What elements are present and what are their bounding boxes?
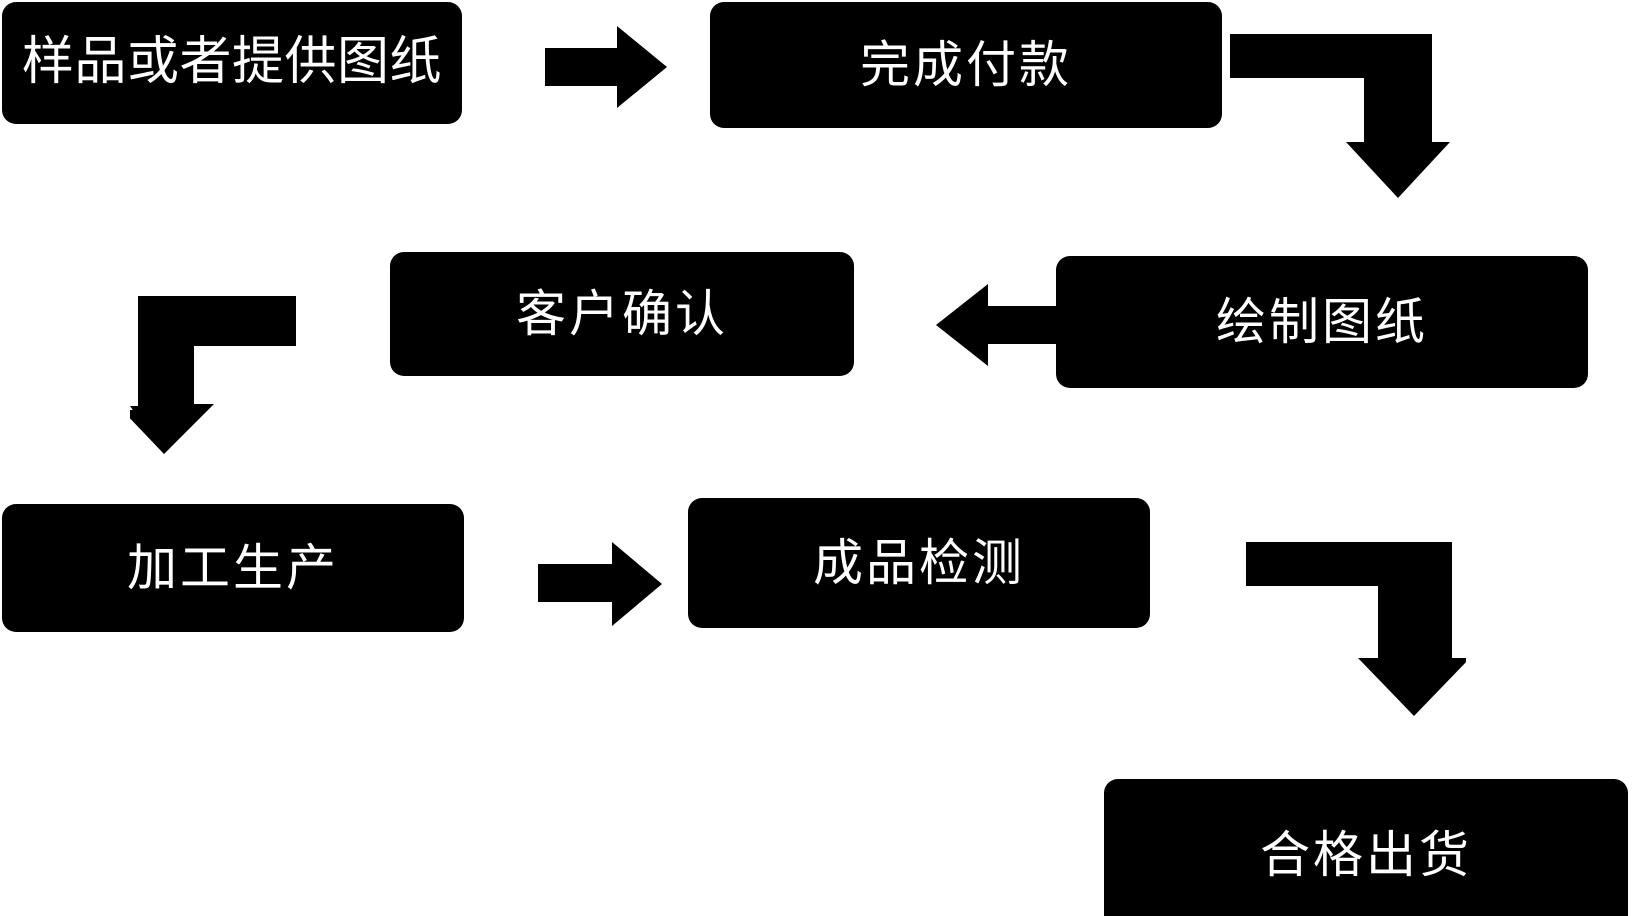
arrow-right-icon-1 xyxy=(545,22,675,112)
flow-node-sample-or-drawing[interactable]: 样品或者提供图纸 xyxy=(2,2,462,124)
arrow-left-icon-1 xyxy=(930,278,1066,372)
flow-node-qualified-shipment[interactable]: 合格出货 xyxy=(1104,779,1628,916)
flow-node-finished-inspection[interactable]: 成品检测 xyxy=(688,498,1150,628)
flow-node-production[interactable]: 加工生产 xyxy=(2,504,464,632)
elbow-arrow-down-left-icon-1 xyxy=(130,296,305,456)
arrow-right-icon-2 xyxy=(538,538,670,630)
elbow-arrow-down-right-icon-2 xyxy=(1246,542,1466,720)
flow-node-customer-confirm[interactable]: 客户确认 xyxy=(390,252,854,376)
flow-node-draw-blueprint[interactable]: 绘制图纸 xyxy=(1056,256,1588,388)
elbow-arrow-down-right-icon-1 xyxy=(1230,34,1450,204)
flow-node-complete-payment[interactable]: 完成付款 xyxy=(710,2,1222,128)
